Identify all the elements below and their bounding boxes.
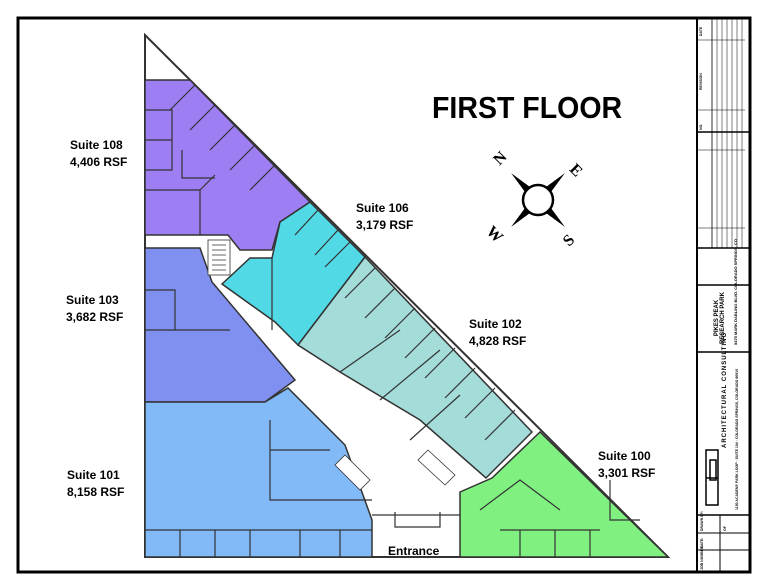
- suite-100-label: Suite 100 3,301 RSF: [598, 448, 655, 482]
- suite-108-label: Suite 108 4,406 RSF: [70, 137, 127, 171]
- suite-area: 4,406 RSF: [70, 155, 128, 169]
- suite-103-label: Suite 103 3,682 RSF: [66, 292, 123, 326]
- suite-area: 3,301 RSF: [598, 466, 656, 480]
- firm-logo: [705, 449, 719, 506]
- stairs: [207, 239, 456, 491]
- entrance-label: Entrance: [388, 544, 440, 558]
- drawing-border: [16, 16, 752, 574]
- suite-108-area[interactable]: [144, 79, 312, 251]
- page-title: FIRST FLOOR: [432, 90, 623, 125]
- suite-area: 4,828 RSF: [469, 334, 527, 348]
- suite-102-label: Suite 102 4,828 RSF: [469, 316, 526, 350]
- drawn-by-label: DRAWN BY:: [700, 511, 704, 531]
- suite-area: 8,158 RSF: [67, 485, 125, 499]
- sheet-of-label: OF: [723, 526, 727, 531]
- suite-name: Suite 101: [67, 468, 120, 482]
- revision-no-header: NO.: [699, 123, 703, 130]
- suite-name: Suite 103: [66, 293, 119, 307]
- suite-100-area[interactable]: [459, 430, 670, 558]
- revision-header: REVISION: [699, 73, 703, 90]
- suite-102-area[interactable]: [296, 255, 534, 480]
- compass-rose: [511, 173, 565, 227]
- firm-address: 1150 ACADEMY PARK LOOP · SUITE 104 · COL…: [735, 368, 739, 510]
- firm-name: ARCHITECTURAL CONSULTING: [722, 331, 728, 448]
- suite-101-label: Suite 101 8,158 RSF: [67, 467, 124, 501]
- suite-name: Suite 102: [469, 317, 522, 331]
- interior-walls: [145, 84, 640, 557]
- suite-name: Suite 106: [356, 201, 409, 215]
- suite-name: Suite 100: [598, 449, 651, 463]
- suite-name: Suite 108: [70, 138, 123, 152]
- suite-106-label: Suite 106 3,179 RSF: [356, 200, 413, 234]
- revision-date-header: DATE: [699, 26, 703, 36]
- title-block-lines: [697, 18, 750, 572]
- project-address: 5475 MARK DABLING BLVD. COLORADO SPRINGS…: [733, 239, 738, 345]
- suite-area: 3,179 RSF: [356, 218, 414, 232]
- suite-area: 3,682 RSF: [66, 310, 124, 324]
- job-number-label: JOB NUMBER:: [700, 545, 704, 570]
